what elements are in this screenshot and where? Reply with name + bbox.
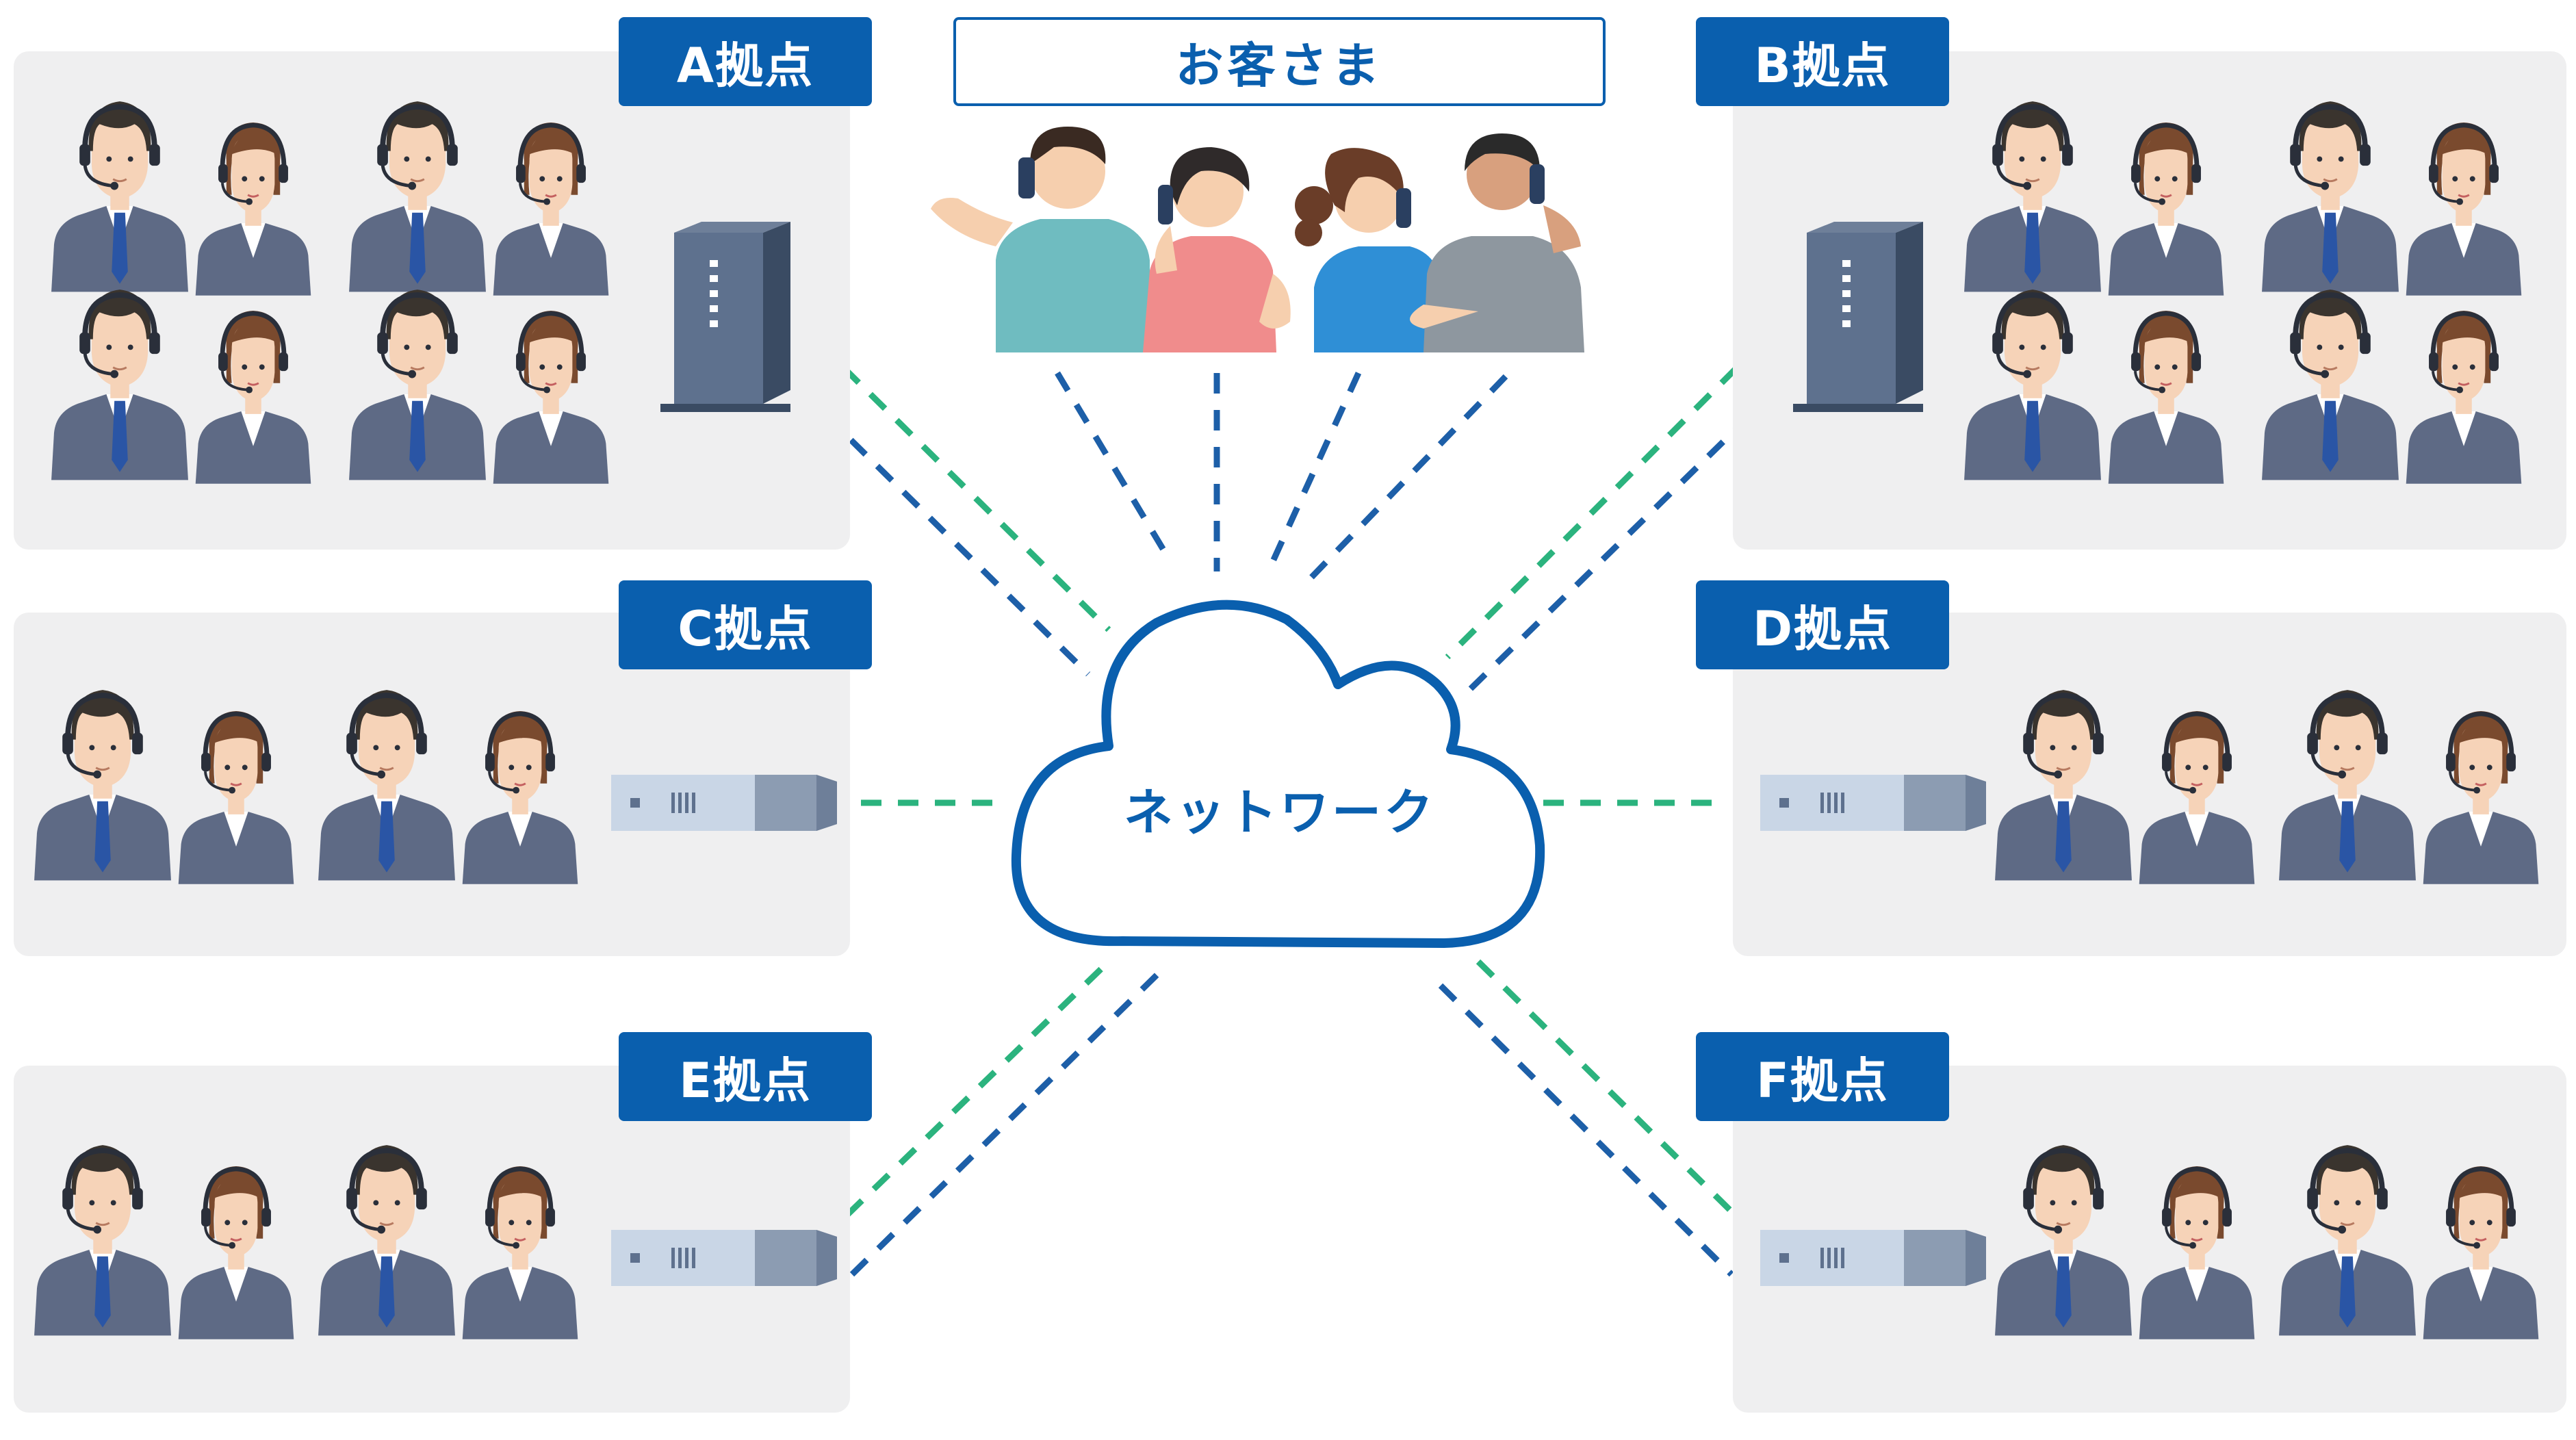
site-a-agent-icon (196, 311, 311, 484)
site-b-agent-icon (2262, 101, 2399, 292)
network-cloud (1011, 600, 1545, 948)
site-c-agent-icon (34, 690, 171, 880)
site-f-agent-icon (2423, 1166, 2539, 1339)
site-b-agent-icon (1964, 101, 2101, 292)
site-label-c: C拠点 (619, 580, 872, 669)
site-c-agent-icon (463, 711, 578, 884)
site-a-agent-icon (349, 101, 486, 292)
link-f-green (1476, 959, 1741, 1221)
site-b-agent-icon (2406, 123, 2522, 296)
link-customer-4 (1304, 374, 1508, 584)
site-a-agent-icon (196, 123, 311, 296)
site-e-agent-icon (179, 1166, 294, 1339)
site-d-agent-icon (2139, 711, 2255, 884)
customers-label: お客さま (953, 17, 1606, 106)
site-c-agent-icon (179, 711, 294, 884)
customer-3 (1295, 148, 1444, 352)
site-d-server-icon (1760, 775, 1986, 831)
site-e-agent-icon (318, 1145, 455, 1335)
site-a-agent-icon (493, 311, 609, 484)
site-f-agent-icon (2139, 1166, 2255, 1339)
site-label-f: F拠点 (1696, 1032, 1949, 1121)
customer-4 (1410, 133, 1584, 352)
site-d-agent-icon (2423, 711, 2539, 884)
site-c-server-icon (611, 775, 837, 831)
site-label-a: A拠点 (619, 17, 872, 106)
site-d-agent-icon (2279, 690, 2416, 880)
customers-illustration (931, 127, 1584, 352)
link-f-blue (1438, 983, 1734, 1277)
site-e-agent-icon (34, 1145, 171, 1335)
site-label-d: D拠点 (1696, 580, 1949, 669)
link-e-green (845, 959, 1111, 1218)
site-b-agent-icon (2406, 311, 2522, 484)
site-label-b: B拠点 (1696, 17, 1949, 106)
site-f-agent-icon (2279, 1145, 2416, 1335)
site-c-agent-icon (318, 690, 455, 880)
connection-lines (815, 339, 1779, 1277)
site-b-agent-icon (2109, 123, 2224, 296)
link-b-green (1445, 339, 1765, 660)
site-f-agent-icon (1995, 1145, 2132, 1335)
site-a-agent-icon (51, 290, 188, 480)
network-label: ネットワーク (1123, 783, 1436, 841)
link-a-blue (822, 411, 1091, 677)
site-e-server-icon (611, 1230, 837, 1286)
site-a-agent-icon (493, 123, 609, 296)
site-b-agent-icon (1964, 290, 2101, 480)
site-b-agent-icon (2109, 311, 2224, 484)
site-label-e: E拠点 (619, 1032, 872, 1121)
site-d-agent-icon (1995, 690, 2132, 880)
site-a-agent-icon (349, 290, 486, 480)
site-b-server-icon (1793, 222, 1923, 412)
link-a-green (815, 339, 1111, 632)
customer-2 (1143, 147, 1291, 352)
site-e-agent-icon (463, 1166, 578, 1339)
site-a-agent-icon (51, 101, 188, 292)
site-f-server-icon (1760, 1230, 1986, 1286)
customer-1 (931, 127, 1150, 352)
site-a-server-icon (660, 222, 790, 412)
site-b-agent-icon (2262, 290, 2399, 480)
